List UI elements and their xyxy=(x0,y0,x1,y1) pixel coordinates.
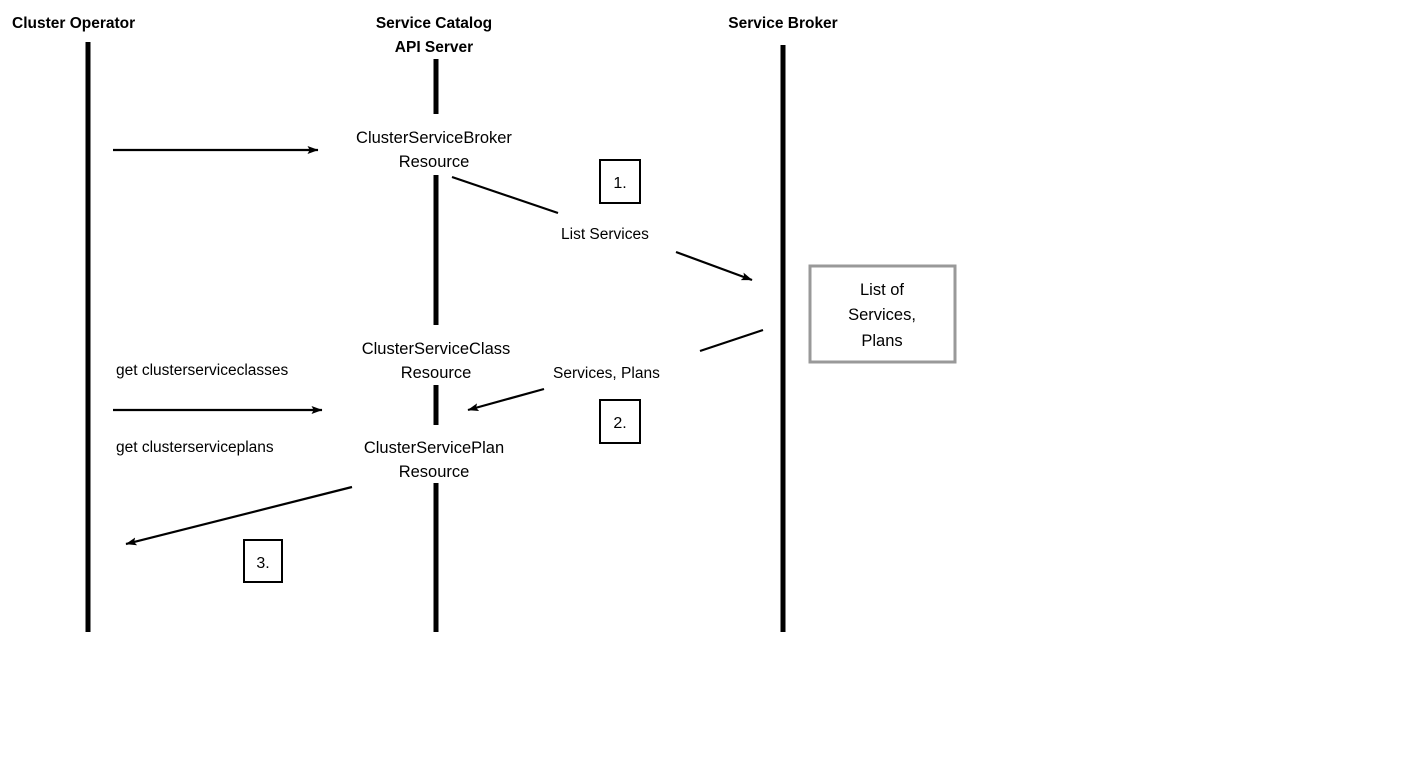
message-label-services-plans: Services, Plans xyxy=(553,365,660,382)
resource-label-clusterservicebroker-line2: Resource xyxy=(399,153,470,171)
message-label-get-clusterserviceplans: get clusterserviceplans xyxy=(116,439,274,456)
message-line-services-plans-part1 xyxy=(699,328,764,353)
step-box-1 xyxy=(599,159,641,204)
step-box-2 xyxy=(599,399,641,444)
resource-label-clusterserviceclass-line2: Resource xyxy=(401,364,472,382)
note-text-line1: List of xyxy=(860,281,904,299)
note-box-list-of-services-plans xyxy=(808,264,957,364)
step-number-3: 3. xyxy=(256,555,269,572)
actor-title-service-catalog-api-server-line1: Service Catalog xyxy=(376,15,492,32)
resource-label-clusterserviceplan-line1: ClusterServicePlan xyxy=(364,439,504,457)
message-arrow-list-services-part2 xyxy=(675,250,753,282)
message-arrow-return-to-cluster-operator xyxy=(125,485,353,546)
note-text-line3: Plans xyxy=(861,332,902,350)
resource-label-clusterservicebroker-line1: ClusterServiceBroker xyxy=(356,129,512,147)
step-number-2: 2. xyxy=(613,415,626,432)
message-label-list-services: List Services xyxy=(561,226,649,243)
actor-title-service-broker: Service Broker xyxy=(728,15,837,32)
actor-title-service-catalog-api-server-line2: API Server xyxy=(395,39,473,56)
actor-title-cluster-operator: Cluster Operator xyxy=(12,15,135,32)
step-box-3 xyxy=(243,539,283,583)
note-text-line2: Services, xyxy=(848,306,916,324)
message-line-list-services-part1 xyxy=(451,175,559,215)
message-label-get-clusterserviceclasses: get clusterserviceclasses xyxy=(116,362,289,379)
resource-label-clusterserviceplan-line2: Resource xyxy=(399,463,470,481)
message-arrow-services-plans-part2 xyxy=(467,387,545,412)
step-number-1: 1. xyxy=(613,175,626,192)
resource-label-clusterserviceclass-line1: ClusterServiceClass xyxy=(362,340,511,358)
